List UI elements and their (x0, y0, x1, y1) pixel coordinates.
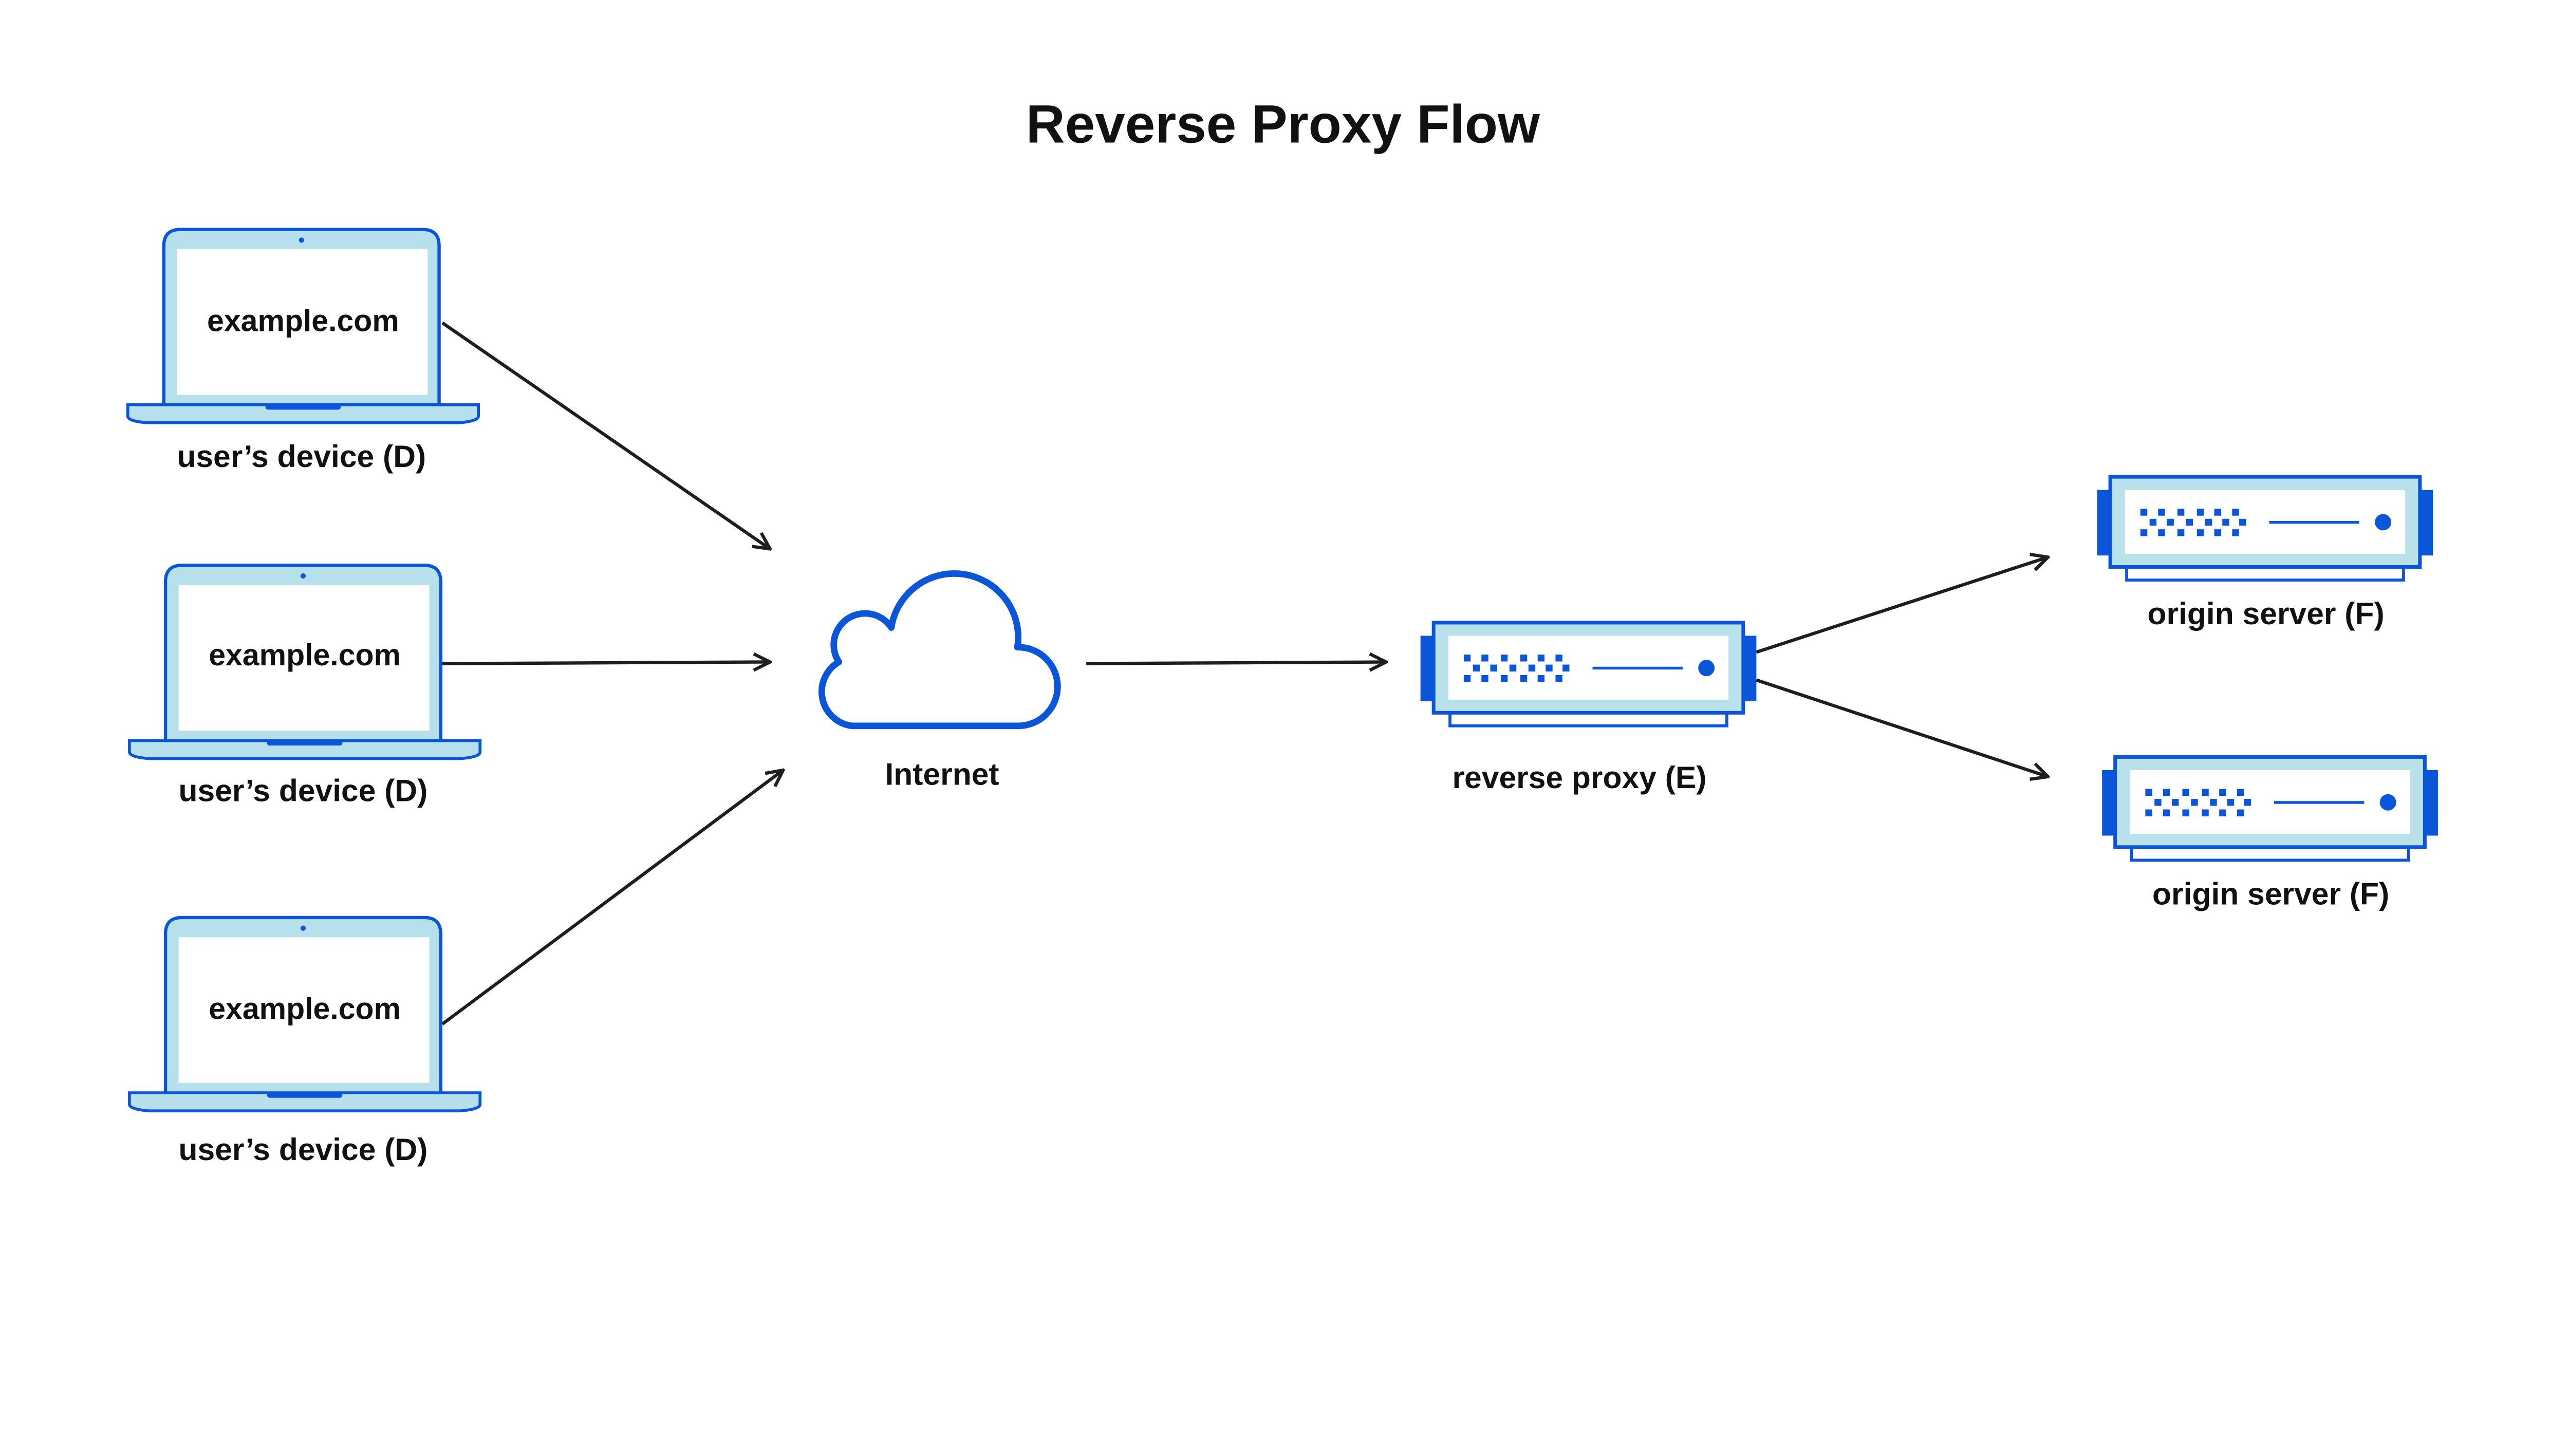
server-icon (2102, 757, 2438, 860)
internet-node: Internet (818, 570, 1061, 792)
origin-server-1: origin server (F) (2097, 477, 2433, 631)
screen-text: example.com (207, 304, 399, 338)
origin-label: origin server (F) (2152, 876, 2389, 911)
device-label: user’s device (D) (179, 1132, 428, 1167)
server-icon (2097, 477, 2433, 580)
page-title: Reverse Proxy Flow (1026, 95, 1540, 155)
origin-server-2: origin server (F) (2102, 757, 2438, 911)
reverse-proxy-node: reverse proxy (E) (1421, 623, 1757, 795)
internet-label: Internet (885, 757, 999, 792)
arrow-internet-to-proxy (1086, 662, 1386, 663)
origin-label: origin server (F) (2147, 596, 2384, 631)
screen-text: example.com (209, 638, 401, 672)
server-icon (1421, 623, 1757, 726)
user-device-1: example.com user’s device (D) (128, 230, 478, 474)
arrow-device2-to-internet (442, 662, 770, 663)
arrow-proxy-to-origin-1 (1756, 557, 2048, 654)
arrow-device1-to-internet (441, 321, 770, 549)
screen-text: example.com (209, 992, 401, 1026)
proxy-label: reverse proxy (E) (1452, 760, 1706, 795)
arrow-proxy-to-origin-2 (1756, 678, 2048, 777)
cloud-icon (818, 570, 1061, 730)
user-device-2: example.com user’s device (D) (129, 565, 480, 808)
user-device-3: example.com user’s device (D) (129, 918, 480, 1167)
arrow-device3-to-internet (441, 770, 783, 1025)
device-label: user’s device (D) (179, 773, 428, 808)
reverse-proxy-diagram: Reverse Proxy Flow example.com user’s de… (0, 95, 2569, 1167)
device-label: user’s device (D) (177, 439, 426, 474)
